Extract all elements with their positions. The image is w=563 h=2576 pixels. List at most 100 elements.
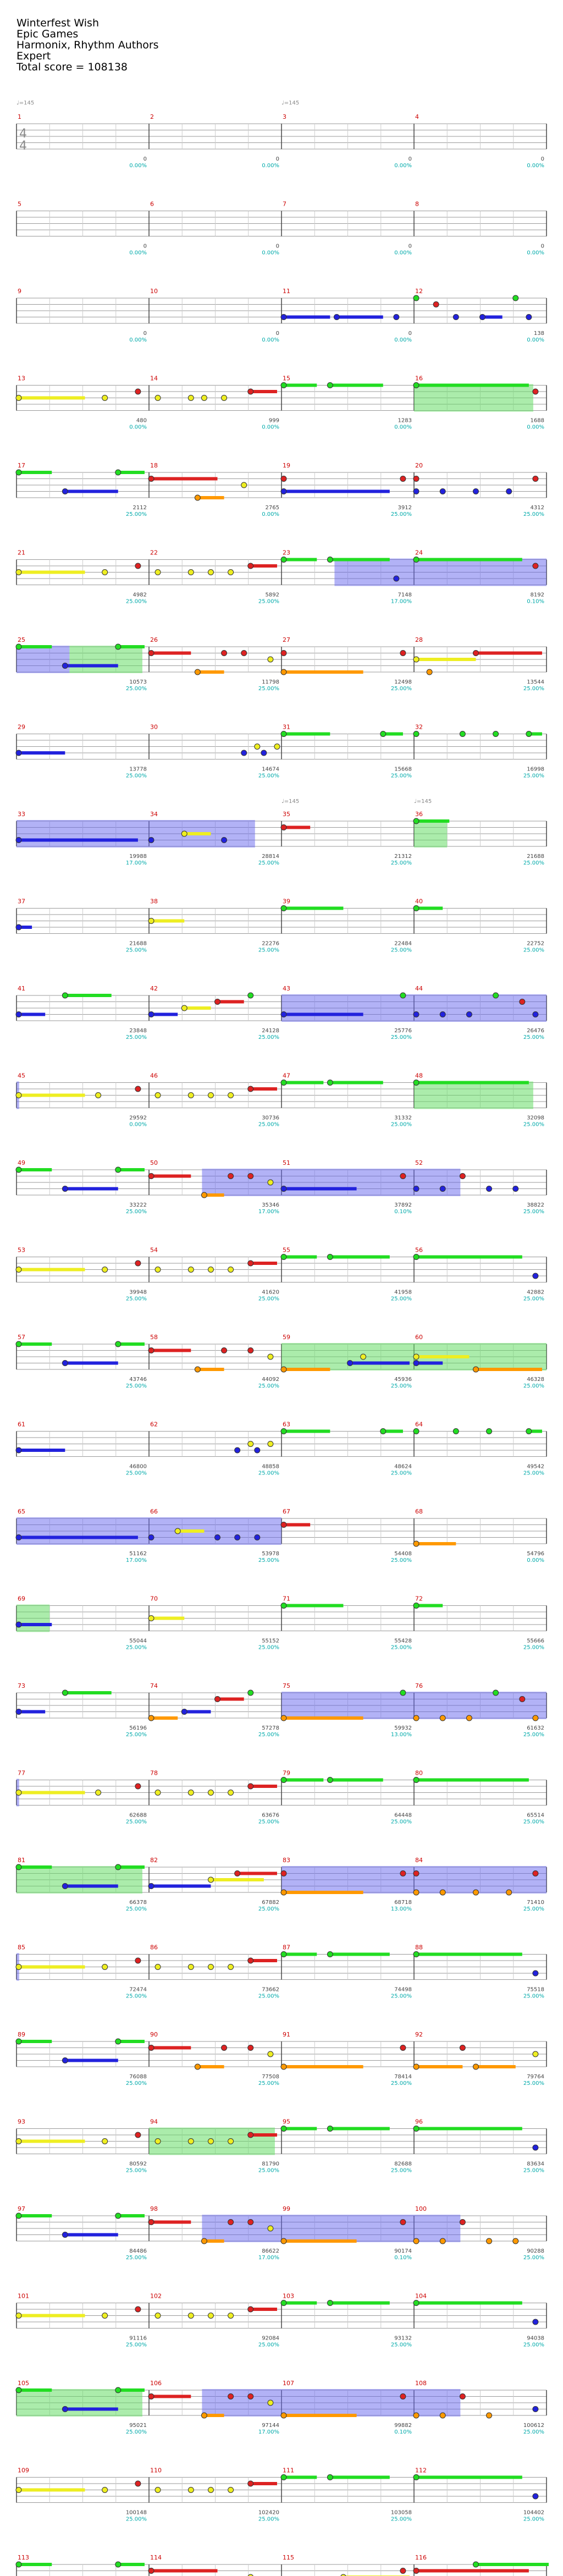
star-power-region [282, 2215, 414, 2242]
measure-multiplier: 25.00% [126, 1645, 147, 1651]
measure-number: 105 [18, 2380, 29, 2387]
note-gem [62, 2232, 68, 2238]
measure-score: 1688 [531, 418, 544, 424]
star-power-region [16, 1517, 149, 1545]
measure-number: 107 [283, 2380, 294, 2387]
measure-number: 26 [150, 636, 158, 643]
star-power-region [282, 2389, 414, 2417]
measure-number: 59 [283, 1334, 290, 1341]
sustain-tail [416, 1081, 529, 1085]
measure-number: 23 [283, 549, 290, 557]
note-gem [486, 1428, 493, 1434]
measure-multiplier: 25.00% [258, 2168, 279, 2174]
note-gem [187, 1790, 194, 1796]
note-gem [102, 569, 108, 575]
measure-score: 72474 [129, 1987, 147, 1993]
measure-multiplier: 25.00% [391, 1383, 412, 1389]
measure-score: 26476 [527, 1028, 544, 1034]
measure-number: 92 [415, 2031, 423, 2038]
note-gem [532, 1970, 539, 1977]
sustain-tail [19, 1623, 52, 1626]
measure-multiplier: 0.00% [129, 163, 147, 169]
note-gem [207, 2138, 214, 2144]
sustain-tail [416, 1952, 522, 1956]
sustain-tail [350, 1361, 410, 1365]
measure-score: 71410 [527, 1900, 544, 1906]
note-gem [148, 1883, 154, 1889]
note-gem [472, 2561, 479, 2568]
star-power-region [16, 820, 149, 847]
measure-multiplier: 0.00% [394, 425, 412, 431]
measure-multiplier: 0.00% [527, 425, 544, 431]
measure-number: 90 [150, 2031, 158, 2038]
measure-score: 68718 [394, 1900, 412, 1906]
note-gem [228, 569, 234, 575]
sustain-tail [65, 2407, 118, 2411]
measure-score: 100148 [126, 2510, 147, 2516]
measure-score: 32098 [527, 1115, 544, 1121]
measure-multiplier: 17.00% [258, 1209, 279, 1215]
measure-number: 54 [150, 1247, 158, 1254]
measure-number: 114 [150, 2554, 162, 2561]
sustain-tail [330, 1778, 383, 1782]
measure-score: 75518 [527, 1987, 544, 1993]
measure-number: 21 [18, 549, 25, 557]
star-power-region [414, 1692, 547, 1719]
measure-number: 49 [18, 1159, 25, 1166]
note-gem [426, 669, 433, 675]
note-gem [15, 924, 22, 931]
measure-score: 76088 [129, 2074, 147, 2080]
sustain-tail [65, 994, 112, 997]
note-gem [380, 1428, 387, 1434]
note-gem [327, 382, 333, 388]
sustain-tail [416, 658, 476, 661]
measure-multiplier: 25.00% [391, 686, 412, 692]
measure-multiplier: 25.00% [391, 1122, 412, 1128]
note-gem [280, 1522, 287, 1528]
note-gem [327, 557, 333, 563]
measure-number: 72 [415, 1595, 423, 1603]
note-gem [62, 1689, 68, 1696]
note-gem [115, 469, 122, 476]
measure-score: 19988 [129, 854, 147, 860]
sustain-tail [118, 645, 145, 648]
note-gem [532, 2144, 539, 2151]
measure-score: 74498 [394, 1987, 412, 1993]
sustain-tail [476, 2065, 516, 2068]
measure-multiplier: 0.00% [527, 250, 544, 256]
measure-score: 45936 [394, 1377, 412, 1383]
measure-multiplier: 0.00% [129, 337, 147, 343]
sustain-tail [416, 819, 450, 823]
note-gem [254, 1447, 261, 1454]
measure-multiplier: 25.00% [391, 948, 412, 954]
sustain-tail [19, 2040, 52, 2043]
note-gem [274, 744, 280, 750]
sustain-tail [197, 2065, 224, 2068]
measure-multiplier: 25.00% [258, 1034, 279, 1041]
measure-score: 56196 [129, 1725, 147, 1731]
tempo-mark: ♩=145 [282, 100, 299, 106]
sustain-tail [19, 645, 52, 648]
solo-region [414, 820, 448, 847]
measure-score: 4982 [133, 592, 147, 598]
note-gem [280, 1366, 287, 1373]
measure-score: 21312 [394, 854, 412, 860]
measure-number: 95 [283, 2118, 290, 2126]
measure-number: 34 [150, 811, 158, 818]
note-gem [15, 1092, 22, 1098]
note-gem [15, 2487, 22, 2493]
note-gem [261, 750, 267, 756]
note-gem [194, 669, 201, 675]
star-power-region [334, 558, 414, 586]
measure-number: 80 [415, 1770, 423, 1777]
note-gem [62, 1883, 68, 1889]
measure-multiplier: 25.00% [523, 2255, 544, 2261]
measure-multiplier: 25.00% [523, 948, 544, 954]
measure-multiplier: 25.00% [523, 1209, 544, 1215]
sustain-tail [330, 2127, 390, 2131]
sustain-tail [330, 1952, 390, 1956]
note-gem [15, 1011, 22, 1017]
measure-number: 17 [18, 462, 25, 469]
measure-number: 57 [18, 1334, 25, 1341]
